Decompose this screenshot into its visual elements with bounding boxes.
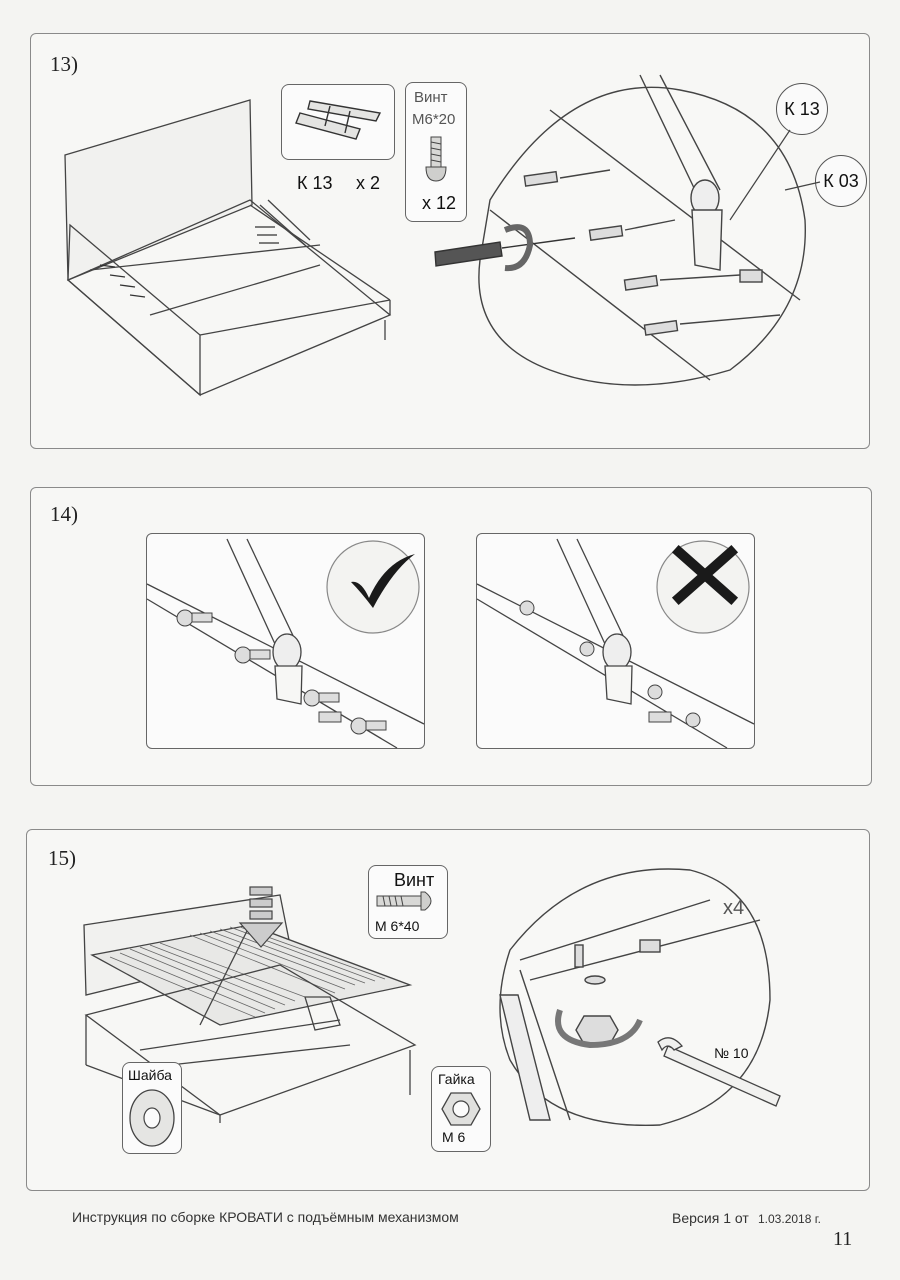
incorrect-view-card — [476, 533, 755, 749]
screw-size: М6*20 — [412, 111, 456, 128]
step-13-number: 13) — [50, 52, 78, 76]
zoom-detail-bubble — [434, 74, 806, 386]
lift-mechanism-part-icon — [295, 100, 382, 140]
callout-k13: К 13 — [776, 83, 828, 135]
nut-icon — [441, 1092, 481, 1126]
screw-m640-name: Винт — [394, 870, 435, 890]
bed-frame-illustration — [64, 99, 392, 397]
step-15-number: 15) — [48, 846, 76, 870]
incorrect-badge — [656, 540, 750, 634]
part-card-nut: Гайка М 6 — [431, 1066, 491, 1152]
part-k13-qty: х 2 — [356, 173, 381, 193]
callout-k03: К 03 — [815, 155, 867, 207]
part-card-k13 — [281, 84, 395, 160]
incorrect-assembly-illustration — [476, 538, 755, 749]
screw-name: Винт — [414, 89, 448, 106]
part-card-screw-m6-20: Винт М6*20 х 12 — [405, 82, 467, 222]
bolt-icon — [376, 891, 432, 911]
footer-title: Инструкция по сборке КРОВАТИ с подъёмным… — [72, 1209, 459, 1225]
nut-name: Гайка — [438, 1071, 475, 1087]
screw-m640-size: М 6*40 — [375, 918, 420, 934]
nut-size: М 6 — [442, 1129, 466, 1145]
screw-icon — [425, 136, 447, 182]
footer-version: Версия 1 от — [672, 1210, 749, 1226]
zoom-detail-bubble-15 — [499, 868, 781, 1127]
part-k13-code: К 13 — [297, 173, 333, 193]
part-card-washer: Шайба — [122, 1062, 182, 1154]
check-icon — [351, 554, 415, 608]
page-number: 11 — [833, 1228, 853, 1250]
step-14-number: 14) — [50, 502, 78, 526]
footer-date: 1.03.2018 г. — [758, 1212, 821, 1226]
washer-name: Шайба — [128, 1067, 172, 1083]
multiplier-label: x4 — [723, 897, 745, 919]
correct-view-card — [146, 533, 425, 749]
cross-icon — [671, 544, 739, 606]
callout-leader-lines — [729, 129, 821, 221]
part-card-screw-m6-40: Винт М 6*40 — [368, 865, 448, 939]
screw-qty: х 12 — [422, 193, 457, 213]
washer-icon — [129, 1089, 175, 1147]
wrench-size-label: № 10 — [714, 1045, 749, 1061]
bed-with-slatted-base-illustration — [83, 886, 417, 1123]
